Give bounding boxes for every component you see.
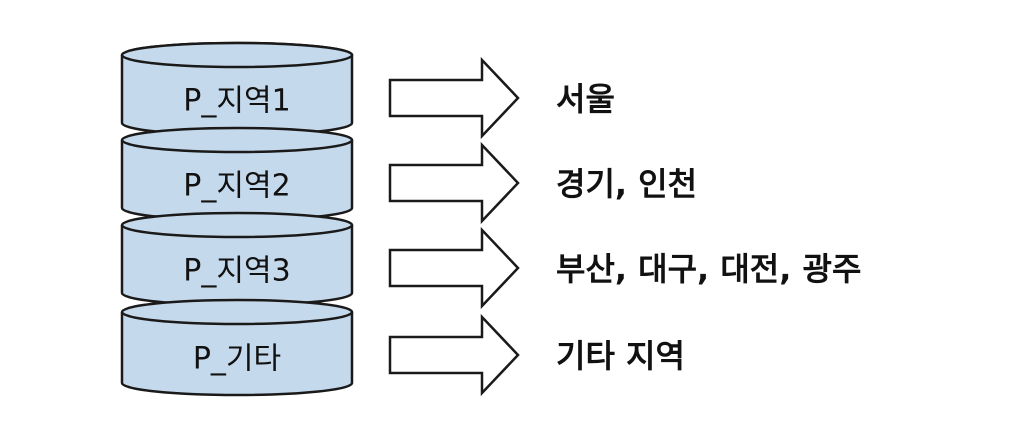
partition-2: P_지역2 경기, 인천 xyxy=(120,126,697,225)
region-list-4: 기타 지역 xyxy=(556,337,685,375)
partition-label-1: P_지역1 xyxy=(183,84,290,119)
cylinder-divider-4 xyxy=(120,311,354,326)
cylinder-segment-4 xyxy=(120,298,354,397)
cylinder-divider-2 xyxy=(120,139,354,154)
arrow-3 xyxy=(388,226,520,310)
partition-label-2: P_지역2 xyxy=(183,169,290,204)
region-list-1: 서울 xyxy=(556,80,615,118)
arrow-4 xyxy=(388,313,520,397)
partition-4: P_기타 기타 지역 xyxy=(120,298,685,397)
partition-3: P_지역3 부산, 대구, 대전, 광주 xyxy=(120,211,861,310)
partition-1: P_지역1 서울 xyxy=(120,41,615,140)
partition-label-4: P_기타 xyxy=(193,342,281,377)
arrow-2 xyxy=(388,141,520,225)
region-list-3: 부산, 대구, 대전, 광주 xyxy=(556,250,861,288)
cylinder-divider-3 xyxy=(120,224,354,239)
partition-label-3: P_지역3 xyxy=(183,254,290,289)
region-list-2: 경기, 인천 xyxy=(556,165,697,203)
arrow-1 xyxy=(388,56,520,140)
cylinder-top-1 xyxy=(120,41,354,69)
